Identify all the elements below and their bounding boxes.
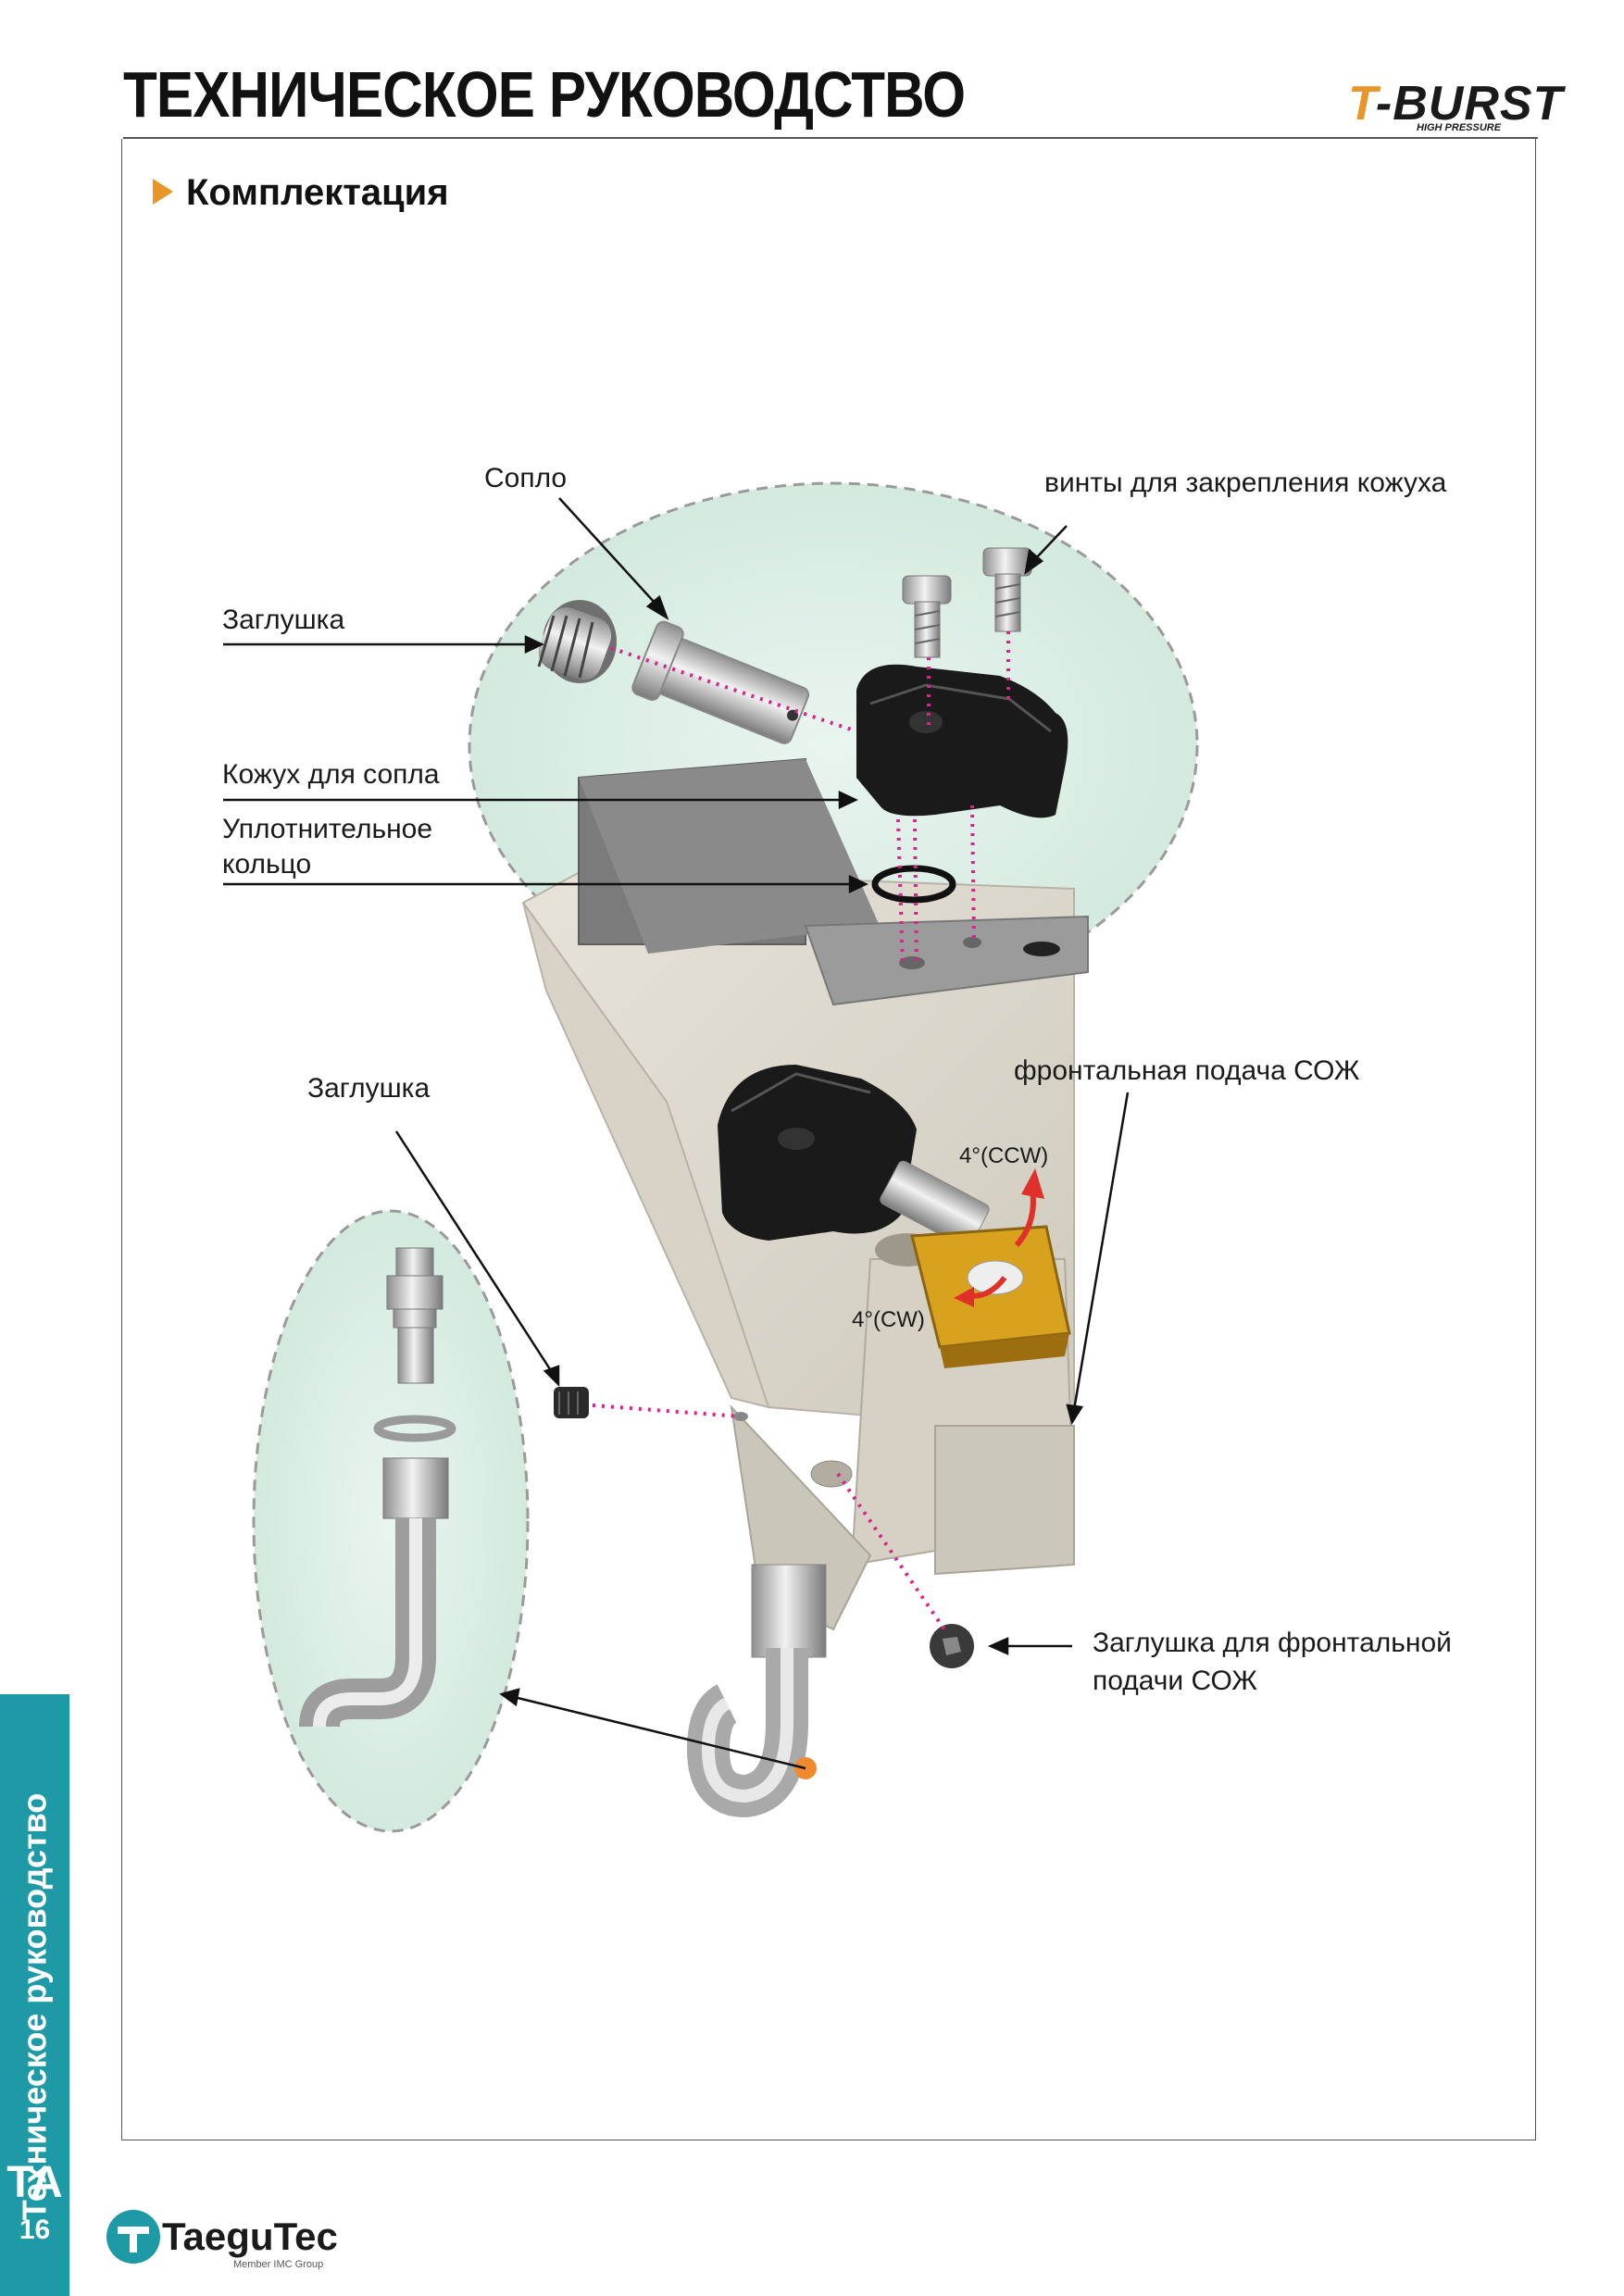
section-heading: Комплектация <box>153 172 449 214</box>
label-frontal-coolant: фронтальная подача СОЖ <box>1014 1055 1360 1086</box>
section-code: TA <box>6 2158 63 2207</box>
nozzle-cover-top <box>856 664 1068 818</box>
top-plug <box>537 600 617 683</box>
label-plug-top: Заглушка <box>222 605 345 635</box>
label-nozzle: Сопло <box>484 463 568 493</box>
leader-arrows <box>223 497 1130 1770</box>
taegutec-brand-sub: Member IMC Group <box>233 2259 324 2270</box>
cw-arrow <box>971 1276 1007 1299</box>
frontal-plug <box>930 1624 974 1668</box>
side-plug <box>554 1387 589 1418</box>
tburst-logo-sub: HIGH PRESSURE <box>1417 122 1502 133</box>
taegutec-logo-icon <box>106 2210 160 2264</box>
section-title: Комплектация <box>186 172 449 213</box>
body-pipe <box>686 1564 827 1818</box>
label-o-ring-2: кольцо <box>222 849 312 880</box>
triangle-bullet-icon <box>153 179 173 206</box>
label-nozzle-cover: Кожух для сопла <box>222 759 440 790</box>
tburst-logo: T-BURST <box>1348 77 1564 131</box>
label-frontal-plug-1: Заглушка для фронтальной <box>1093 1628 1452 1658</box>
taegutec-brand: TaeguTec <box>162 2215 338 2258</box>
left-detail-ellipse <box>252 1209 530 1833</box>
page-title: ТЕХНИЧЕСКОЕ РУКОВОДСТВО <box>123 58 966 131</box>
header-rule <box>123 137 1538 139</box>
side-tab <box>0 1694 69 2296</box>
cutting-insert <box>910 1225 1071 1368</box>
fitting-assembly <box>299 1247 456 1728</box>
label-cw: 4°(CW) <box>852 1307 925 1332</box>
label-cover-screws: винты для закрепления кожуха <box>1044 468 1447 498</box>
nozzle-cover-assembled <box>718 1065 917 1241</box>
screw-left <box>902 575 952 658</box>
label-o-ring-1: Уплотнительное <box>222 814 433 844</box>
label-plug-side: Заглушка <box>307 1073 431 1104</box>
dotted-leaders <box>592 631 1010 1631</box>
page-number: 16 <box>19 2215 51 2245</box>
label-frontal-plug-2: подачи СОЖ <box>1093 1666 1257 1696</box>
content-frame <box>121 139 1536 2140</box>
label-ccw: 4°(CCW) <box>959 1143 1049 1168</box>
